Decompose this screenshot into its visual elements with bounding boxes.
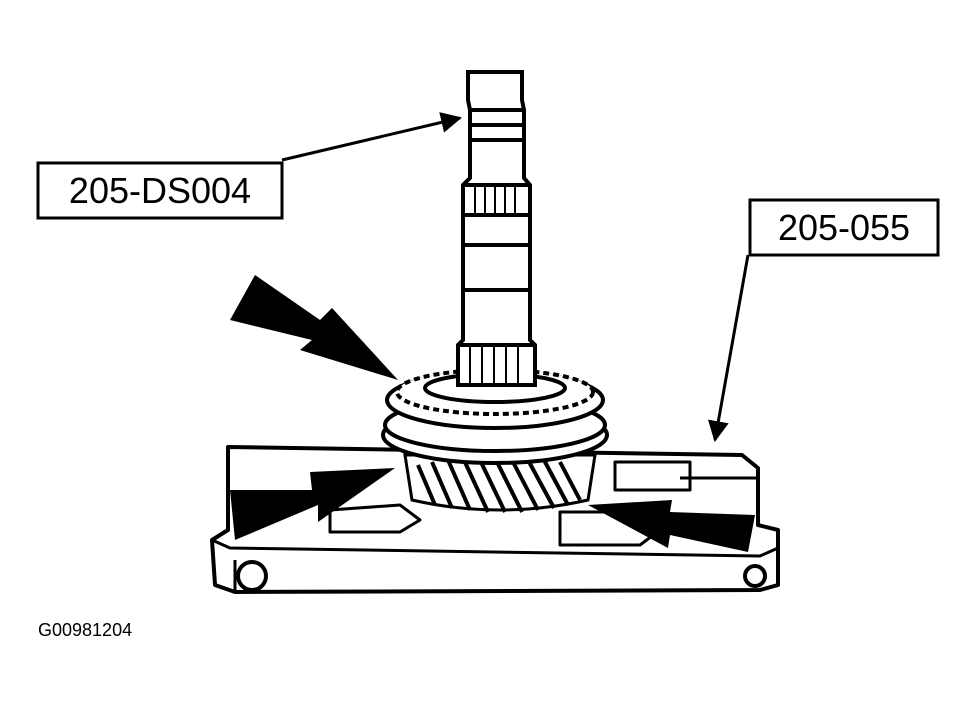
helical-gear bbox=[403, 453, 597, 513]
callout-box-tool-right: 205-055 bbox=[748, 198, 940, 257]
arrow-icon-lower-left bbox=[230, 468, 395, 540]
leader-line-tool-right bbox=[707, 254, 750, 443]
callout-label-tool-right: 205-055 bbox=[778, 207, 910, 248]
arrow-icon-lower-right bbox=[588, 500, 755, 552]
arrow-icon-upper-left bbox=[230, 275, 398, 380]
callout-box-tool-left: 205-DS004 bbox=[36, 161, 284, 220]
callout-leaders bbox=[281, 112, 750, 443]
output-shaft bbox=[456, 70, 537, 387]
leader-line-tool-left bbox=[281, 112, 463, 162]
callout-label-tool-left: 205-DS004 bbox=[69, 170, 251, 211]
force-arrow-icons bbox=[230, 275, 755, 552]
figure-id: G00981204 bbox=[38, 620, 133, 640]
